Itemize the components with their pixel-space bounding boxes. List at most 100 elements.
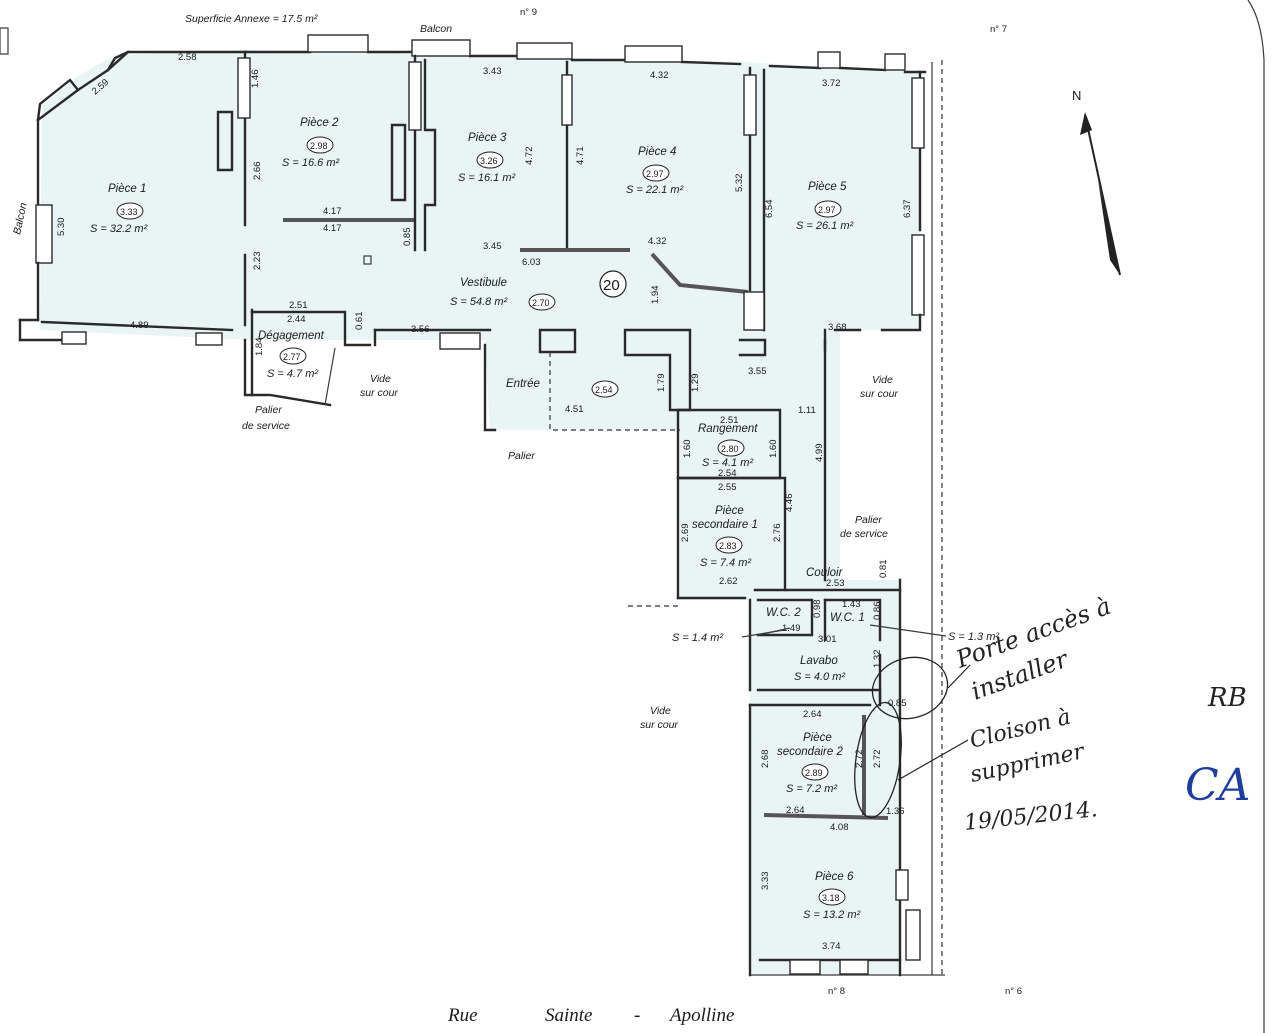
room-piece6: Pièce 6 3.18 S = 13.2 m² [803,871,861,921]
room-wc1: W.C. 1 S = 1.3 m² [830,612,999,643]
annex-area-label: Superficie Annexe = 17.5 m² [185,13,318,25]
north-arrow: N [1072,88,1121,276]
svg-text:20: 20 [603,277,620,294]
north-label: N [1072,88,1081,103]
svg-text:3.26: 3.26 [480,156,498,166]
exterior-walls [18,34,945,976]
dimension-labels: 2.58 2.59 1.46 3.43 4.32 3.72 5.30 2.66 … [56,52,913,952]
door-p4-p5 [743,74,757,136]
neighbor-n7: n° 7 [990,24,1007,35]
svg-text:1.49: 1.49 [782,623,801,634]
svg-text:W.C. 1: W.C. 1 [830,612,865,624]
svg-text:0.81: 0.81 [878,560,889,579]
room-wc2: W.C. 2 S = 1.4 m² [672,607,801,644]
svg-text:S = 4.0 m²: S = 4.0 m² [794,671,845,683]
svg-text:0.85: 0.85 [402,228,413,247]
svg-text:1.46: 1.46 [250,70,261,89]
svg-text:4.32: 4.32 [648,236,667,247]
svg-text:2.98: 2.98 [310,141,328,151]
svg-text:S = 13.2 m²: S = 13.2 m² [803,909,861,921]
svg-text:5.32: 5.32 [734,174,745,193]
svg-text:Pièce 1: Pièce 1 [108,183,146,195]
svg-text:3.33: 3.33 [760,872,771,891]
svg-text:sur cour: sur cour [360,387,398,399]
svg-text:1.11: 1.11 [798,405,816,416]
room-lavabo: Lavabo S = 4.0 m² [794,655,845,683]
svg-text:2.54: 2.54 [718,468,737,479]
svg-text:2.66: 2.66 [252,162,263,181]
svg-text:2.97: 2.97 [646,169,664,179]
room-piece1: Pièce 1 3.33 S = 32.2 m² [90,183,148,235]
svg-text:3.18: 3.18 [822,893,840,903]
window-bottom-1 [61,331,87,345]
svg-text:Vestibule: Vestibule [460,277,507,289]
context-labels: Vide sur cour Vide sur cour Vide sur cou… [242,373,898,731]
svg-text:1.43: 1.43 [842,599,861,610]
svg-text:S = 4.1 m²: S = 4.1 m² [702,457,753,469]
svg-text:Palier: Palier [508,450,535,462]
svg-text:1.60: 1.60 [768,440,779,459]
room-rangement: Rangement 2.80 S = 4.1 m² [698,423,758,469]
svg-text:2.70: 2.70 [532,298,550,308]
svg-text:3.55: 3.55 [748,366,767,377]
window-p6-2 [905,909,921,961]
svg-text:1.36: 1.36 [886,806,905,817]
svg-text:4.46: 4.46 [784,494,795,513]
svg-text:2.58: 2.58 [178,52,197,63]
svg-text:Palier: Palier [255,404,282,416]
svg-text:Pièce 4: Pièce 4 [638,146,676,158]
svg-text:Apolline: Apolline [668,1005,734,1026]
svg-text:1.84: 1.84 [254,338,265,357]
neighbor-n9: n° 9 [520,7,537,18]
svg-text:3.45: 3.45 [483,241,502,252]
window-top-4 [624,45,683,63]
svg-text:sur cour: sur cour [640,719,678,731]
room-entree: Entrée 2.54 [506,378,619,398]
svg-text:2.80: 2.80 [721,444,739,454]
svg-text:S = 1.4 m²: S = 1.4 m² [672,632,723,644]
svg-text:Pièce 2: Pièce 2 [300,117,339,129]
balcon-top-label: Balcon [420,23,452,35]
svg-text:2.68: 2.68 [760,750,771,769]
svg-text:4.32: 4.32 [650,70,669,81]
svg-text:S = 7.2 m²: S = 7.2 m² [786,783,837,795]
svg-text:0.61: 0.61 [354,312,365,331]
svg-text:3.43: 3.43 [483,66,502,77]
svg-text:Palier: Palier [855,514,882,526]
balcon-left-label: Balcon [11,202,29,236]
svg-text:6.54: 6.54 [764,200,775,219]
svg-text:4.72: 4.72 [524,147,535,166]
svg-text:2.53: 2.53 [826,578,845,589]
svg-text:Sainte: Sainte [545,1005,593,1026]
svg-text:5.30: 5.30 [56,218,67,237]
room-piece5: Pièce 5 2.97 S = 26.1 m² [796,181,854,232]
room-vestibule: Vestibule S = 54.8 m² 2.70 [450,277,556,311]
door-p3-p4 [561,74,573,126]
window-top-3 [516,42,573,60]
window-top-5 [817,51,841,69]
svg-text:4.17: 4.17 [323,223,342,234]
door-vestibule-right [743,291,765,331]
room-piece4: Pièce 4 2.97 S = 22.1 m² [626,146,684,196]
initials-rb: RB [1207,683,1247,713]
initials-ca: CA [1185,760,1250,811]
svg-text:3.01: 3.01 [818,634,837,645]
window-p6-1 [895,869,909,901]
room-piece2: Pièce 2 2.98 S = 16.6 m² [282,117,340,169]
floor-tint [40,50,920,975]
svg-text:2.62: 2.62 [719,576,738,587]
window-right-1 [911,77,925,149]
svg-text:secondaire 1: secondaire 1 [692,519,758,531]
svg-text:2.23: 2.23 [252,252,263,271]
svg-text:S = 1.3 m²: S = 1.3 m² [948,631,999,643]
svg-text:6.03: 6.03 [522,257,541,268]
svg-text:4.99: 4.99 [814,444,825,463]
svg-text:2.77: 2.77 [283,352,301,362]
svg-text:S = 16.1 m²: S = 16.1 m² [458,172,516,184]
svg-text:S = 7.4 m²: S = 7.4 m² [700,557,751,569]
svg-text:2.51: 2.51 [289,300,308,311]
window-top-2 [411,39,471,57]
svg-text:de service: de service [840,528,888,540]
svg-text:W.C. 2: W.C. 2 [766,607,801,619]
